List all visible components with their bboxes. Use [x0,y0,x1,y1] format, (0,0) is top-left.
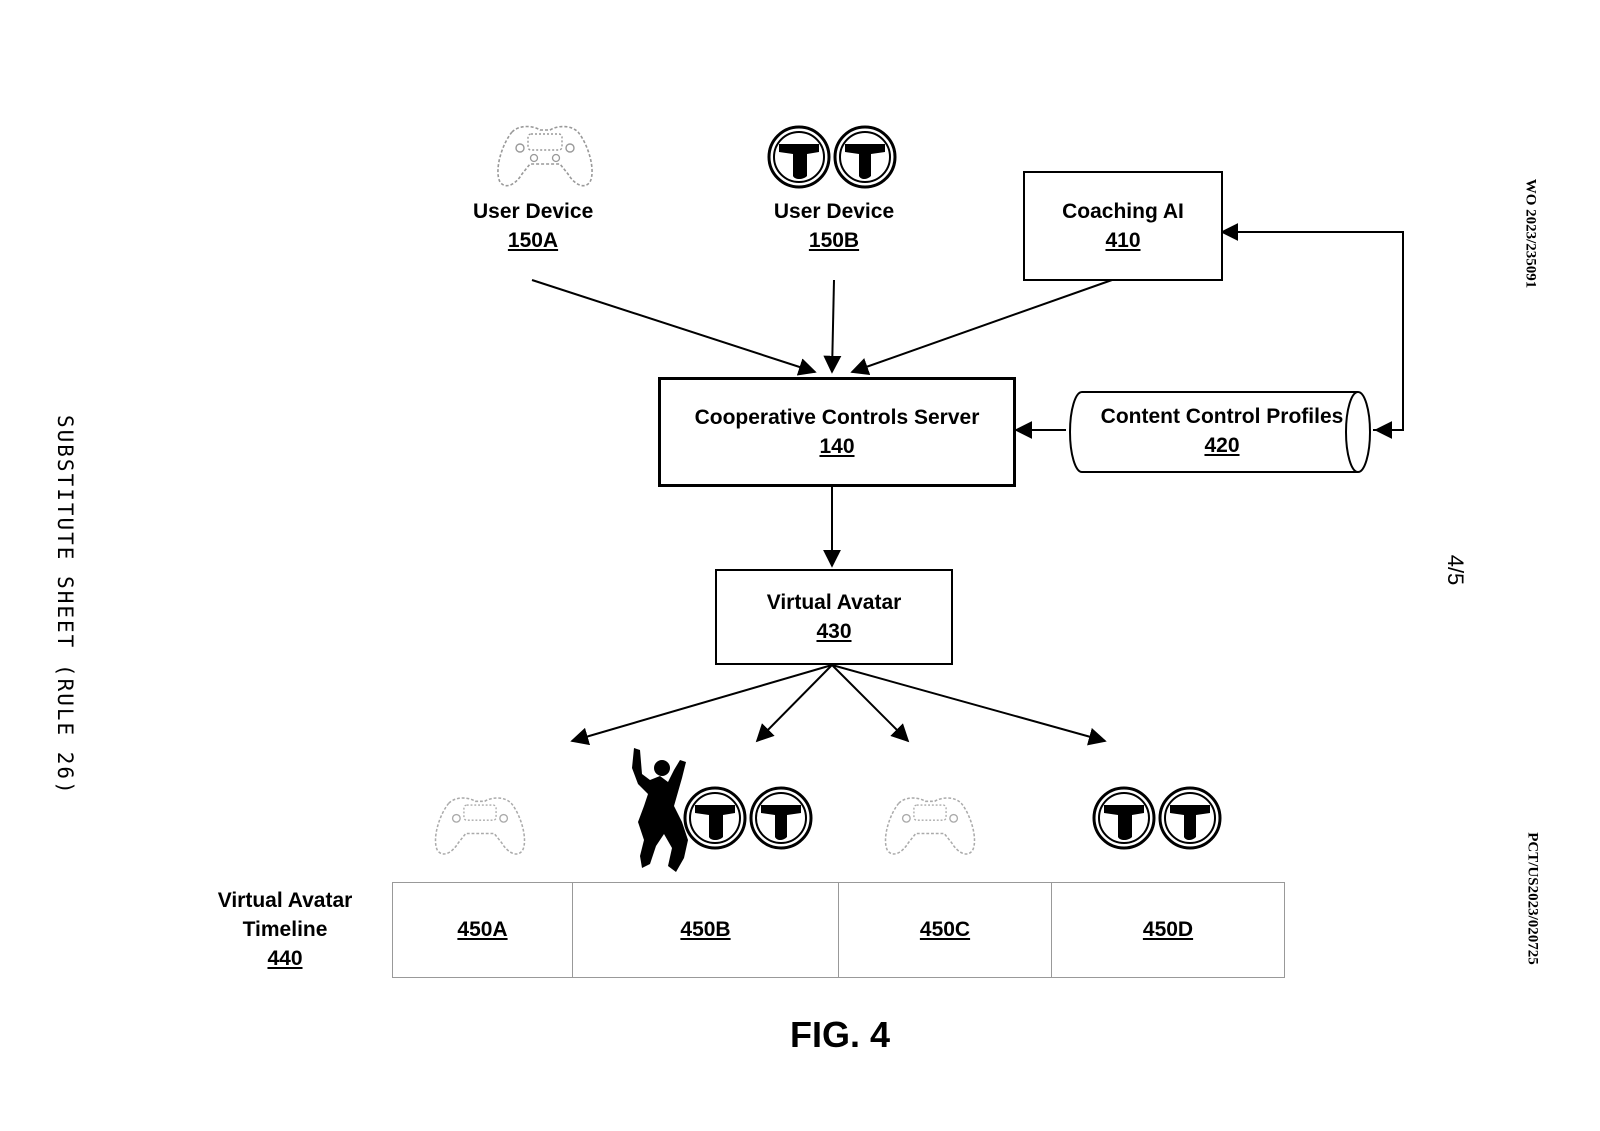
sheet-number: 4/5 [1442,540,1468,600]
timeline-label-line1: Virtual Avatar [200,886,370,915]
user-device-a-ref: 150A [473,226,593,255]
avatar-label: Virtual Avatar 430 [715,588,953,646]
gamepad-icon [490,118,600,190]
coaching-ai-label: Coaching AI 410 [1023,197,1223,255]
timeline-label-line2: Timeline [200,915,370,944]
substitute-sheet-note: SUBSTITUTE SHEET (RULE 26) [53,415,77,765]
timeline-segment: 450A [393,883,573,977]
user-device-a-title: User Device [473,197,593,226]
avatar-title: Virtual Avatar [715,588,953,617]
server-label: Cooperative Controls Server 140 [658,403,1016,461]
arrow-avatar-to-segment-a [572,665,832,741]
avatar-ref: 430 [715,617,953,646]
profiles-ref: 420 [1082,431,1362,460]
steering-grips-icon [767,124,897,190]
profiles-label: Content Control Profiles 420 [1082,402,1362,460]
arrow-device-a-to-server [532,280,815,372]
timeline-label: Virtual Avatar Timeline 440 [200,886,370,973]
timeline-ref: 440 [200,944,370,973]
arrow-device-b-to-server [832,280,834,372]
timeline-segment: 450C [839,883,1052,977]
user-device-a-label: User Device 150A [473,197,593,255]
user-device-b-title: User Device [772,197,896,226]
figure-caption: FIG. 4 [740,1013,940,1057]
user-device-b-label: User Device 150B [772,197,896,255]
virtual-avatar-timeline: 450A 450B 450C 450D [392,882,1285,978]
coaching-ai-title: Coaching AI [1023,197,1223,226]
steering-grips-icon [1092,785,1222,851]
arrow-coaching-to-server [852,280,1112,372]
gamepad-icon [428,789,532,859]
application-number: PCT/US2023/020725 [1524,799,1541,999]
arrow-avatar-to-segment-d [832,665,1105,741]
server-title: Cooperative Controls Server [658,403,1016,432]
user-device-b-ref: 150B [772,226,896,255]
publication-number: WO 2023/235091 [1522,154,1539,314]
timeline-segment: 450B [573,883,839,977]
timeline-segment: 450D [1052,883,1284,977]
steering-grips-icon [683,785,813,851]
coaching-ai-ref: 410 [1023,226,1223,255]
profiles-title: Content Control Profiles [1082,402,1362,431]
gamepad-icon [878,789,982,859]
server-ref: 140 [658,432,1016,461]
